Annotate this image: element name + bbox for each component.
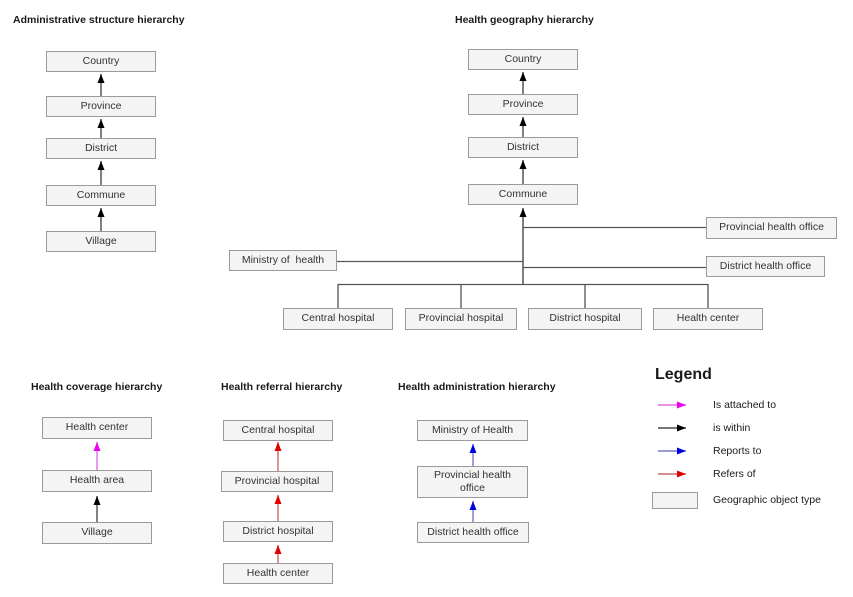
legend-label: Reports to bbox=[713, 444, 762, 457]
node-referral-central-hospital: Central hospital bbox=[223, 420, 333, 441]
node-coverage-health-area: Health area bbox=[42, 470, 152, 492]
legend-item-is-within: is within bbox=[650, 416, 850, 439]
title-administration-hierarchy: Health administration hierarchy bbox=[398, 381, 556, 393]
node-admin-district: District bbox=[46, 138, 156, 159]
node-admin-country: Country bbox=[46, 51, 156, 72]
node-geo-district-hospital: District hospital bbox=[528, 308, 642, 330]
node-geo-country: Country bbox=[468, 49, 578, 70]
node-admin-commune: Commune bbox=[46, 185, 156, 206]
legend-items: Is attached to is within Reports to Refe… bbox=[650, 393, 850, 513]
node-referral-health-center: Health center bbox=[223, 563, 333, 584]
title-admin-hierarchy: Administrative structure hierarchy bbox=[13, 14, 185, 26]
node-hadmin-district-office: District health office bbox=[417, 522, 529, 543]
node-coverage-health-center: Health center bbox=[42, 417, 152, 439]
legend-item-geographic-object-type: Geographic object type bbox=[650, 487, 850, 513]
title-geography-hierarchy: Health geography hierarchy bbox=[455, 14, 594, 26]
legend-item-is-attached-to: Is attached to bbox=[650, 393, 850, 416]
legend-label: is within bbox=[713, 421, 751, 434]
node-coverage-village: Village bbox=[42, 522, 152, 544]
is-within-arrow-icon bbox=[658, 424, 686, 431]
node-admin-village: Village bbox=[46, 231, 156, 252]
title-referral-hierarchy: Health referral hierarchy bbox=[221, 381, 343, 393]
refers-of-arrow-icon bbox=[658, 470, 686, 477]
geographic-object-type-swatch bbox=[652, 491, 698, 509]
reports-to-arrow-icon bbox=[658, 447, 686, 454]
legend-label: Geographic object type bbox=[713, 494, 821, 506]
node-hadmin-provincial-office: Provincial health office bbox=[417, 466, 528, 498]
node-geo-health-center: Health center bbox=[653, 308, 763, 330]
legend-label: Is attached to bbox=[713, 398, 777, 411]
legend-title: Legend bbox=[655, 366, 712, 383]
node-admin-province: Province bbox=[46, 96, 156, 117]
node-geo-provincial-hospital: Provincial hospital bbox=[405, 308, 517, 330]
node-geo-central-hospital: Central hospital bbox=[283, 308, 393, 330]
legend-item-refers-of: Refers of bbox=[650, 462, 850, 485]
is-attached-to-arrow-icon bbox=[658, 401, 686, 408]
node-geo-district: District bbox=[468, 137, 578, 158]
legend-item-reports-to: Reports to bbox=[650, 439, 850, 462]
node-referral-district-hospital: District hospital bbox=[223, 521, 333, 542]
legend: Legend Is attached to is within Reports … bbox=[650, 366, 850, 513]
node-referral-provincial-hospital: Provincial hospital bbox=[221, 471, 333, 492]
node-geo-province: Province bbox=[468, 94, 578, 115]
node-geo-ministry: Ministry of health bbox=[229, 250, 337, 271]
node-geo-district-health-office: District health office bbox=[706, 256, 825, 277]
legend-label: Refers of bbox=[713, 467, 756, 480]
node-hadmin-ministry: Ministry of Health bbox=[417, 420, 528, 441]
title-coverage-hierarchy: Health coverage hierarchy bbox=[31, 381, 163, 393]
node-geo-commune: Commune bbox=[468, 184, 578, 205]
node-geo-provincial-health-office: Provincial health office bbox=[706, 217, 837, 239]
